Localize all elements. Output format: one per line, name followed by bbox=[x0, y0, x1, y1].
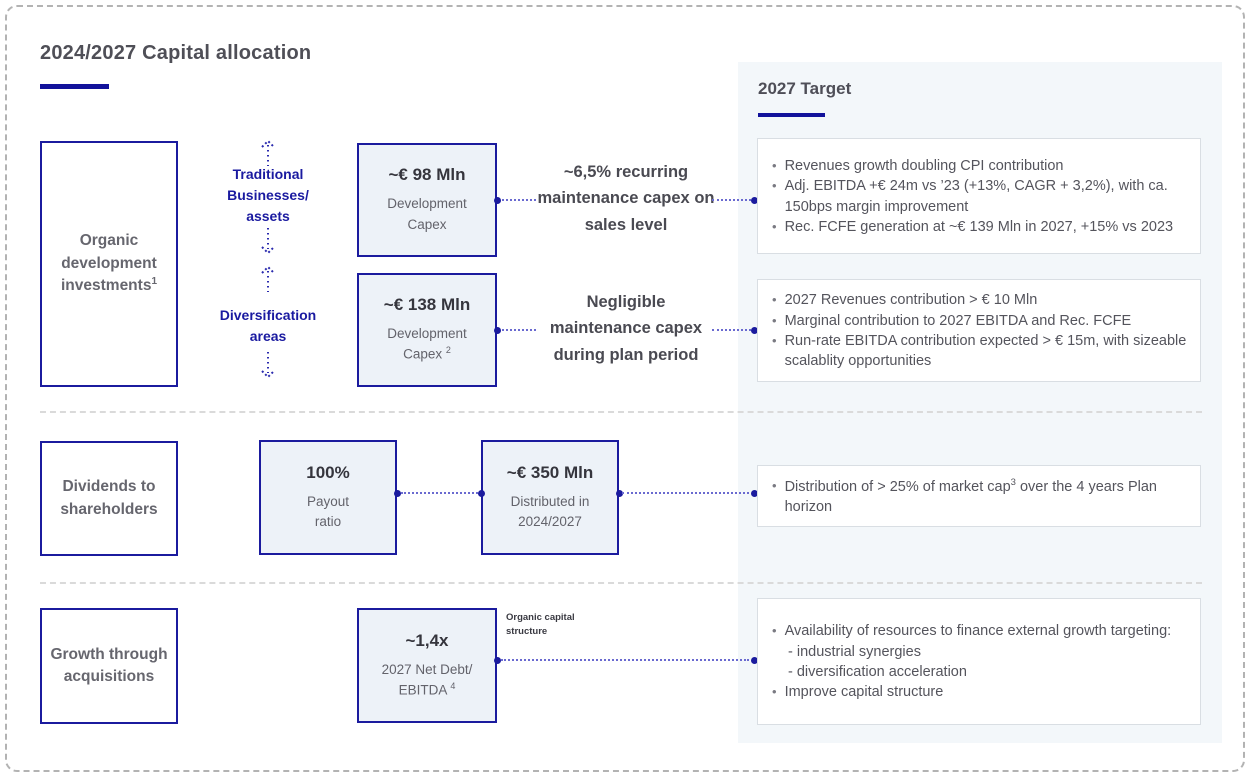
value: ~1,4x bbox=[405, 630, 449, 650]
flow-label-diversification: Diversification areas bbox=[219, 307, 317, 344]
value-box-development-capex-diversification: ~€ 138 Mln Development Capex 2 bbox=[357, 273, 497, 387]
value: ~€ 98 Mln bbox=[388, 165, 466, 185]
connector-dot bbox=[750, 326, 758, 334]
value: ~€ 350 Mln bbox=[506, 462, 594, 482]
value-label: Payout ratio bbox=[306, 493, 350, 529]
connector-line bbox=[502, 329, 536, 331]
target-box-traditional: Revenues growth doubling CPI contributio… bbox=[757, 138, 1201, 254]
row-separator bbox=[40, 411, 1202, 413]
page-title: 2024/2027 Capital allocation bbox=[40, 42, 312, 64]
category-box-acquisitions: Growth through acquisitions bbox=[40, 608, 178, 724]
connector-dot bbox=[393, 489, 401, 497]
value-box-payout-ratio: 100% Payout ratio bbox=[259, 440, 397, 555]
target-subline: - industrial synergies bbox=[788, 643, 921, 660]
category-label: Organic development investments1 bbox=[60, 232, 157, 295]
statement-maintenance-capex-diversification: Negligible maintenance capex during plan… bbox=[549, 293, 703, 364]
target-bullet: 2027 Revenues contribution > € 10 Mln bbox=[772, 290, 1188, 310]
target-panel-header: 2027 Target bbox=[758, 79, 852, 98]
target-bullet: Run-rate EBITDA contribution expected > … bbox=[772, 331, 1188, 372]
connector-line bbox=[401, 492, 478, 494]
connector-dot bbox=[615, 489, 623, 497]
arrow-down-icon bbox=[261, 228, 275, 255]
arrow-up-icon bbox=[261, 139, 275, 166]
value-box-development-capex-traditional: ~€ 98 Mln Development Capex bbox=[357, 143, 497, 257]
connector-line bbox=[622, 492, 749, 494]
value-box-net-debt-ebitda: ~1,4x 2027 Net Debt/ EBITDA 4 bbox=[357, 608, 497, 723]
connector-line bbox=[712, 199, 751, 201]
target-bullet: Adj. EBITDA +€ 24m vs ’23 (+13%, CAGR + … bbox=[772, 176, 1188, 217]
target-bullet: Distribution of > 25% of market cap3 ove… bbox=[772, 476, 1188, 517]
arrow-down-icon bbox=[261, 352, 275, 379]
value: ~€ 138 Mln bbox=[383, 295, 471, 314]
value-label: Development Capex 2 bbox=[387, 326, 467, 362]
connector-dot bbox=[477, 489, 485, 497]
target-bullet: Rec. FCFE generation at ~€ 139 Mln in 20… bbox=[772, 217, 1188, 237]
connector-line bbox=[502, 199, 536, 201]
statement-maintenance-capex-traditional: ~6,5% recurring maintenance capex on sal… bbox=[537, 163, 715, 234]
value-box-distributed: ~€ 350 Mln Distributed in 2024/2027 bbox=[481, 440, 619, 555]
target-bullet: Marginal contribution to 2027 EBITDA and… bbox=[772, 311, 1188, 331]
flow-label-traditional: Traditional Businesses/ assets bbox=[227, 166, 309, 224]
arrow-up-icon bbox=[261, 265, 275, 292]
category-box-organic-development: Organic development investments1 bbox=[40, 141, 178, 387]
connector-dot bbox=[750, 656, 758, 664]
value-label: Distributed in 2024/2027 bbox=[510, 493, 590, 529]
value: 100% bbox=[306, 462, 350, 482]
value-label: Development Capex bbox=[387, 196, 467, 232]
target-panel-underline bbox=[758, 113, 825, 117]
target-subline: - diversification acceleration bbox=[788, 664, 967, 680]
target-bullet: Revenues growth doubling CPI contributio… bbox=[772, 156, 1188, 176]
target-box-diversification: 2027 Revenues contribution > € 10 Mln Ma… bbox=[757, 279, 1201, 382]
category-label: Dividends to shareholders bbox=[60, 478, 158, 518]
target-box-acquisitions: Availability of resources to finance ext… bbox=[757, 598, 1201, 725]
category-box-dividends: Dividends to shareholders bbox=[40, 441, 178, 556]
target-bullet: Availability of resources to finance ext… bbox=[772, 621, 1188, 641]
value-label: 2027 Net Debt/ EBITDA 4 bbox=[381, 661, 473, 698]
connector-dot bbox=[493, 326, 501, 334]
category-label: Growth through acquisitions bbox=[50, 645, 168, 685]
connector-line bbox=[712, 329, 751, 331]
title-underline bbox=[40, 84, 109, 89]
connector-dot bbox=[750, 489, 758, 497]
target-box-dividends: Distribution of > 25% of market cap3 ove… bbox=[757, 465, 1201, 527]
connector-dot bbox=[750, 196, 758, 204]
connector-dot bbox=[493, 656, 501, 664]
row-separator bbox=[40, 582, 1202, 584]
connector-line bbox=[501, 659, 749, 661]
target-bullet: Improve capital structure bbox=[772, 682, 1188, 702]
connector-dot bbox=[493, 196, 501, 204]
annotation-organic-capital-structure: Organic capital structure bbox=[506, 612, 575, 638]
